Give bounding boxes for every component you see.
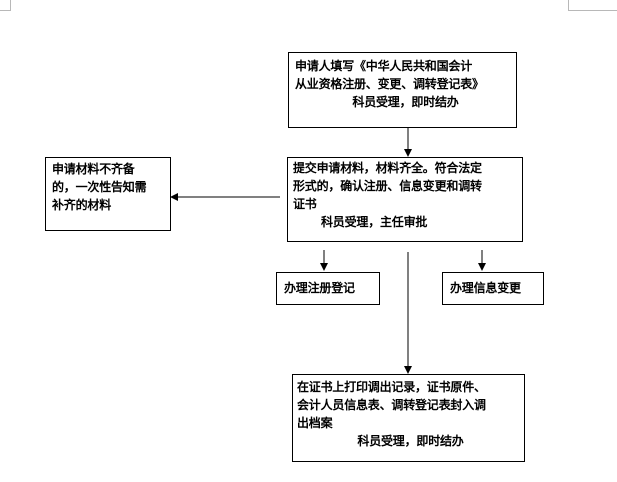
- submit-materials-handler: 科员受理，主任审批: [321, 215, 428, 229]
- submit-materials-box: 提交申请材料，材料齐全。符合法定 形式的，确认注册、信息变更和调转 证书 科员受…: [287, 157, 523, 242]
- submit-materials-line-2: 形式的，确认注册、信息变更和调转: [293, 179, 482, 193]
- info-change-box: 办理信息变更: [442, 272, 544, 305]
- transfer-out-line-3: 出档案: [297, 416, 333, 430]
- page-corner-mark-top-right-horizontal: [568, 10, 617, 11]
- register-label: 办理注册登记: [284, 281, 355, 295]
- apply-form-line-1: 申请人填写《中华人民共和国会计: [295, 59, 473, 73]
- page-corner-mark-top-left-horizontal: [0, 10, 10, 11]
- transfer-out-line-1: 在证书上打印调出记录，证书原件、: [297, 380, 486, 394]
- incomplete-materials-line-2: 的，一次性告知需: [52, 180, 147, 194]
- submit-materials-line-1: 提交申请材料，材料齐全。符合法定: [293, 161, 482, 175]
- apply-form-box: 申请人填写《中华人民共和国会计 从业资格注册、变更、调转登记表》 科员受理，即时…: [288, 52, 517, 128]
- info-change-label: 办理信息变更: [450, 281, 521, 295]
- page-corner-mark-top-right-vertical: [568, 0, 569, 11]
- incomplete-materials-line-3: 补齐的材料: [52, 198, 112, 212]
- transfer-out-handler: 科员受理，即时结办: [357, 434, 464, 448]
- submit-materials-line-3: 证书: [293, 197, 317, 211]
- incomplete-materials-line-1: 申请材料不齐备: [52, 162, 135, 176]
- apply-form-line-2: 从业资格注册、变更、调转登记表》: [295, 77, 484, 91]
- transfer-out-line-2: 会计人员信息表、调转登记表封入调: [297, 398, 486, 412]
- incomplete-materials-box: 申请材料不齐备 的，一次性告知需 补齐的材料: [45, 157, 171, 231]
- transfer-out-box: 在证书上打印调出记录，证书原件、 会计人员信息表、调转登记表封入调 出档案 科员…: [292, 374, 525, 462]
- register-box: 办理注册登记: [276, 272, 380, 305]
- page-corner-mark-top-left-vertical: [10, 0, 11, 11]
- apply-form-handler: 科员受理，即时结办: [352, 95, 459, 109]
